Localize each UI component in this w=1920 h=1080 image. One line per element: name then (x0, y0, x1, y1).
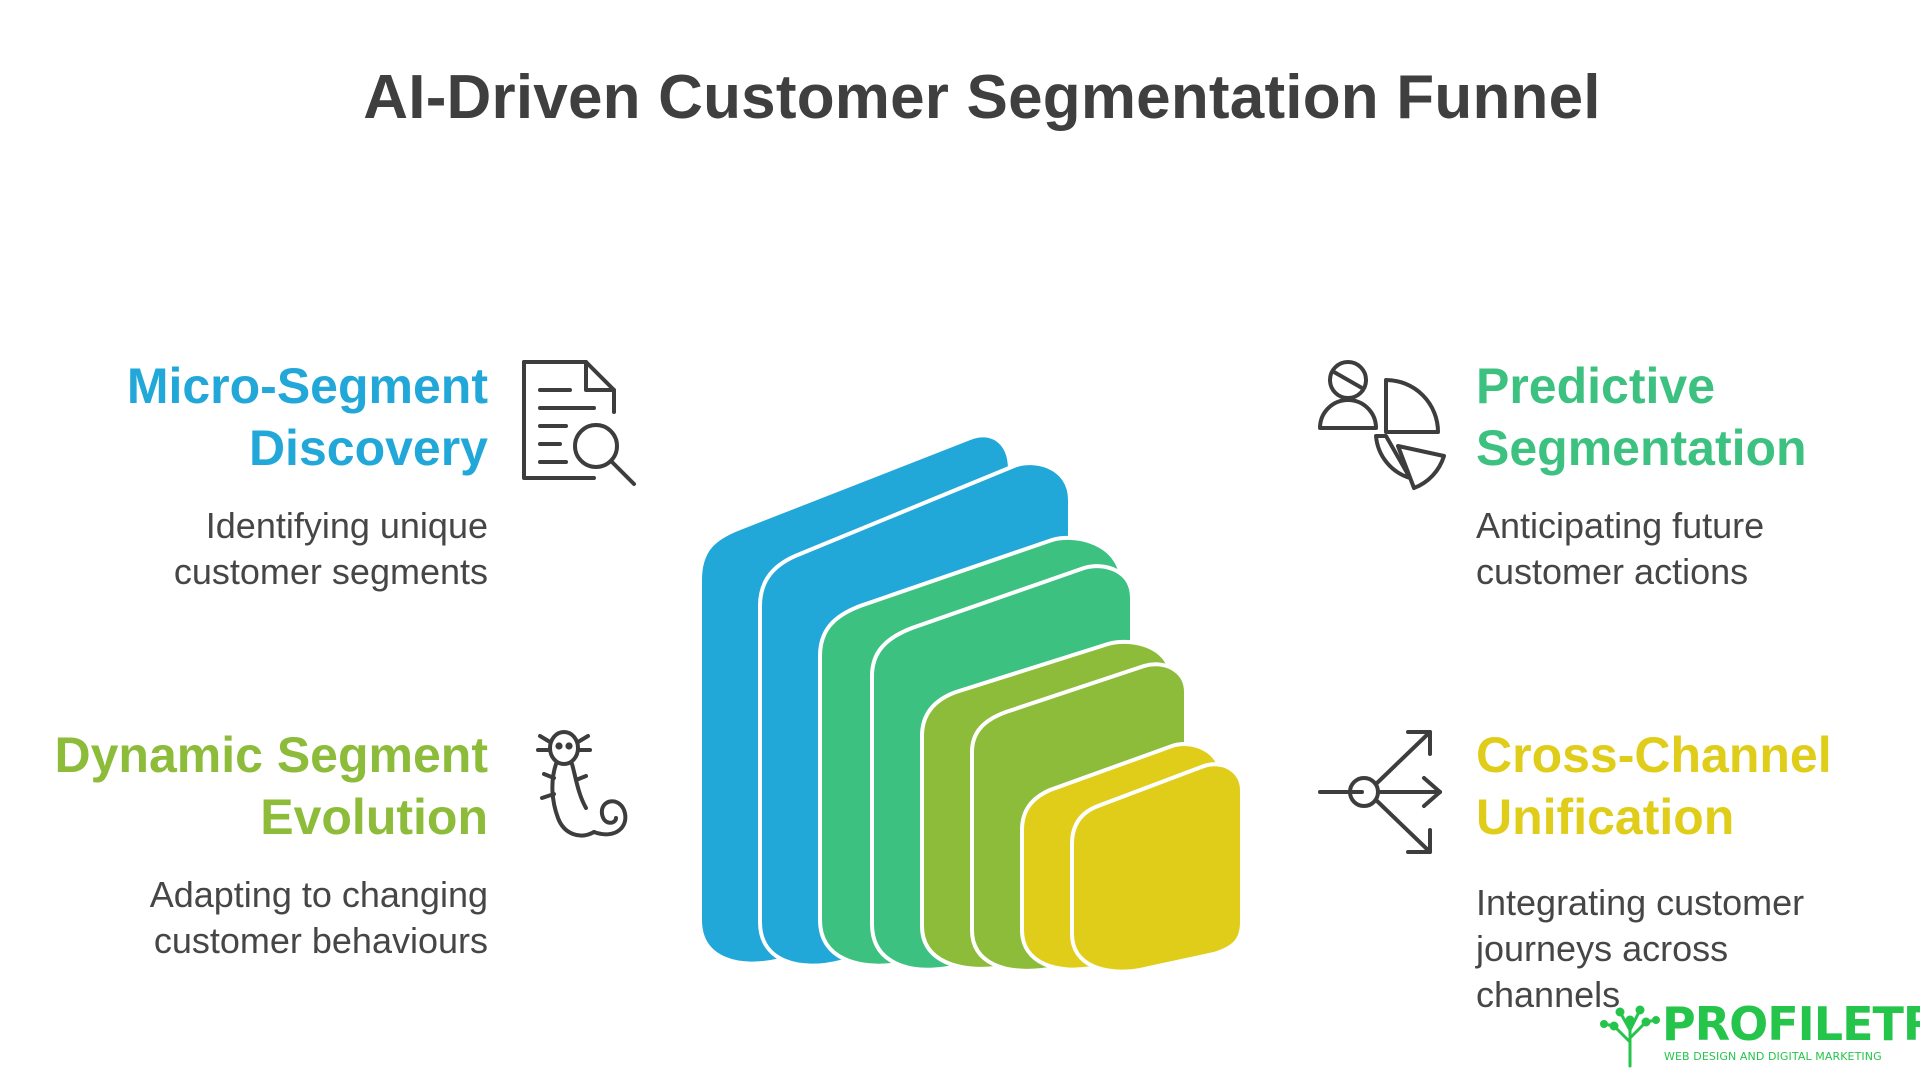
stage-title-line: Predictive (1476, 358, 1716, 414)
stage-description-line: Anticipating future (1476, 505, 1765, 546)
stage-description-line: customer behaviours (153, 920, 488, 961)
stage-description-line: customer segments (173, 551, 488, 592)
stage-title: Cross-Channel Unification (1476, 724, 1920, 848)
stage-title: Predictive Segmentation (1476, 355, 1920, 479)
stage-description-line: journeys across (1476, 928, 1729, 969)
stage-title-line: Evolution (260, 789, 488, 845)
stage-title: Dynamic Segment Evolution (18, 724, 488, 848)
stage-predictive-segmentation: Predictive Segmentation Anticipating fut… (1476, 355, 1920, 595)
stage-title-line: Segmentation (1476, 420, 1807, 476)
stage-description: Anticipating future customer actions (1476, 503, 1920, 595)
stage-title-line: Discovery (248, 420, 488, 476)
stage-dynamic-segment-evolution: Dynamic Segment Evolution Adapting to ch… (18, 724, 488, 964)
stage-description-line: Identifying unique (205, 505, 488, 546)
stage-title-line: Dynamic Segment (54, 727, 488, 783)
stage-title: Micro-Segment Discovery (18, 355, 488, 479)
stage-description: Adapting to changing customer behaviours (18, 872, 488, 964)
stage-description-line: Integrating customer (1476, 882, 1805, 923)
funnel-svg (700, 433, 1244, 970)
stage-micro-segment-discovery: Micro-Segment Discovery Identifying uniq… (18, 355, 488, 595)
stage-description: Integrating customer journeys across cha… (1476, 880, 1920, 1018)
stage-title-line: Cross-Channel (1476, 727, 1832, 783)
stage-description-line: channels (1476, 974, 1621, 1015)
page-title: AI-Driven Customer Segmentation Funnel (363, 63, 1601, 132)
logo-wordmark: PROFILETREE (1662, 997, 1920, 1051)
funnel-layer-yellow-front (1070, 762, 1244, 970)
document-search-icon (510, 350, 650, 490)
branching-arrows-icon (1312, 722, 1452, 862)
user-pie-chart-icon (1312, 352, 1452, 492)
funnel-illustration (700, 430, 1270, 970)
profiletree-logo: PROFILETREE WEB DESIGN AND DIGITAL MARKE… (1600, 1000, 1920, 1070)
axolotl-icon (520, 722, 660, 862)
logo-tagline: WEB DESIGN AND DIGITAL MARKETING (1664, 1050, 1882, 1063)
stage-title-line: Micro-Segment (126, 358, 488, 414)
stage-title-line: Unification (1476, 789, 1735, 845)
tree-circuit-icon (1600, 1002, 1660, 1068)
stage-description-line: Adapting to changing (149, 874, 488, 915)
stage-description: Identifying unique customer segments (18, 503, 488, 595)
stage-description-line: customer actions (1476, 551, 1749, 592)
stage-cross-channel-unification: Cross-Channel Unification Integrating cu… (1476, 724, 1920, 1018)
